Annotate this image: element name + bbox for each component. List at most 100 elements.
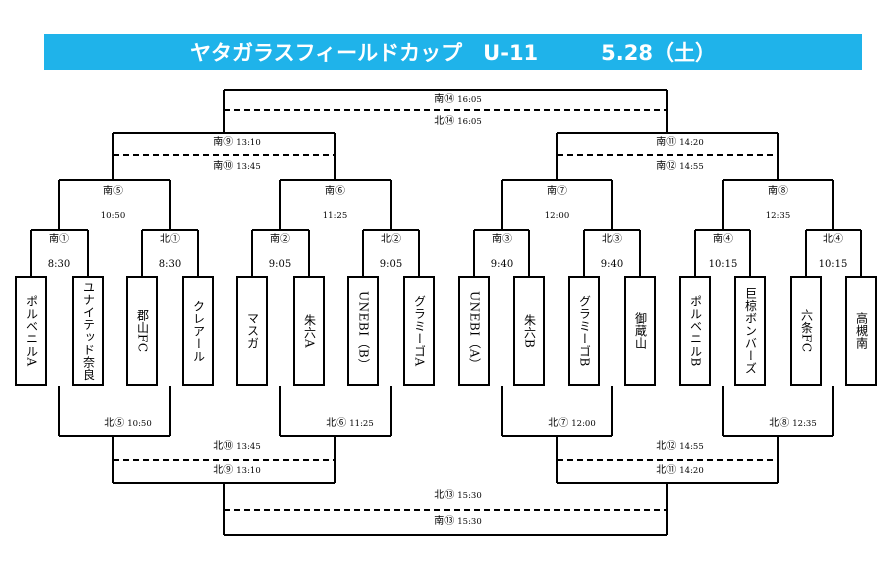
r3-time: 13:45 bbox=[236, 442, 261, 452]
r1-label: 北① bbox=[160, 234, 180, 245]
r2-bottom-name: 北⑧ bbox=[769, 418, 790, 429]
team-name: UNEBI（A） bbox=[467, 291, 482, 371]
team-name: 巨椋ボンバーズ bbox=[743, 287, 758, 375]
team-name: ポルベニルB bbox=[688, 295, 703, 367]
r2-time: 10:50 bbox=[100, 211, 126, 221]
r1-time: 9:40 bbox=[490, 259, 514, 270]
r3-time: 13:45 bbox=[236, 162, 261, 172]
r1-time: 10:15 bbox=[818, 259, 848, 270]
r2-bottom-name: 北⑦ bbox=[548, 418, 569, 429]
team-box: 六条FC bbox=[790, 276, 822, 386]
r2-bottom-time: 11:25 bbox=[349, 419, 374, 429]
r3-name: 北⑩ bbox=[213, 441, 234, 452]
final-name: 北⑬ bbox=[434, 490, 455, 501]
r1-time: 10:15 bbox=[708, 259, 738, 270]
team-box: 高槻南 bbox=[845, 276, 877, 386]
team-name: マスガ bbox=[245, 312, 260, 350]
r3-name: 北⑪ bbox=[656, 465, 677, 476]
team-name: グラミーゴB bbox=[577, 295, 592, 367]
final-name: 北⑭ bbox=[434, 116, 455, 127]
team-box: 朱六A bbox=[293, 276, 325, 386]
r3-time: 13:10 bbox=[236, 138, 261, 148]
team-box: クレアール bbox=[182, 276, 214, 386]
team-box: 朱六B bbox=[513, 276, 545, 386]
team-name: UNEBI（B） bbox=[356, 291, 371, 371]
team-name: 六条FC bbox=[799, 309, 814, 353]
team-name: 御蔵山 bbox=[633, 312, 648, 350]
r2-bottom-name: 北⑤ bbox=[104, 418, 125, 429]
r3-name: 北⑨ bbox=[213, 465, 234, 476]
r2-label: 南⑧ bbox=[768, 186, 788, 197]
team-box: ポルベニルA bbox=[15, 276, 47, 386]
r1-label: 南① bbox=[49, 234, 69, 245]
r1-time: 9:40 bbox=[600, 259, 624, 270]
team-box: ユナイテッド奈良 bbox=[72, 276, 104, 386]
r3-name: 南⑨ bbox=[213, 137, 234, 148]
final-time: 16:05 bbox=[457, 117, 482, 127]
team-name: 朱六A bbox=[302, 313, 317, 349]
r2-label: 南⑤ bbox=[103, 186, 123, 197]
r1-label: 北③ bbox=[602, 234, 622, 245]
r2-bottom-name: 北⑥ bbox=[326, 418, 347, 429]
team-name: 高槻南 bbox=[854, 312, 869, 350]
r3-time: 13:10 bbox=[236, 466, 261, 476]
r1-label: 南③ bbox=[492, 234, 512, 245]
r3-time: 14:20 bbox=[679, 466, 704, 476]
r3-time: 14:55 bbox=[679, 162, 704, 172]
r2-bottom-time: 10:50 bbox=[127, 419, 152, 429]
team-name: ユナイテッド奈良 bbox=[81, 281, 96, 381]
r2-time: 12:00 bbox=[544, 211, 570, 221]
r3-name: 北⑫ bbox=[656, 441, 677, 452]
r2-bottom-time: 12:35 bbox=[792, 419, 817, 429]
team-box: 郡山FC bbox=[126, 276, 158, 386]
team-name: ポルベニルA bbox=[24, 295, 39, 367]
title-banner: ヤタガラスフィールドカップ U-11 5.28（土） bbox=[44, 34, 862, 70]
r1-time: 8:30 bbox=[158, 259, 182, 270]
team-box: 御蔵山 bbox=[624, 276, 656, 386]
page-title: ヤタガラスフィールドカップ U-11 5.28（土） bbox=[190, 41, 716, 65]
r1-time: 8:30 bbox=[47, 259, 71, 270]
r1-label: 南② bbox=[270, 234, 290, 245]
team-name: グラミーゴA bbox=[412, 295, 427, 367]
final-name: 南⑭ bbox=[434, 94, 455, 105]
r2-label: 南⑥ bbox=[325, 186, 345, 197]
r3-time: 14:20 bbox=[679, 138, 704, 148]
team-box: マスガ bbox=[236, 276, 268, 386]
team-box: UNEBI（B） bbox=[347, 276, 379, 386]
final-time: 15:30 bbox=[457, 517, 482, 527]
r3-time: 14:55 bbox=[679, 442, 704, 452]
team-box: グラミーゴB bbox=[568, 276, 600, 386]
r3-name: 南⑫ bbox=[656, 161, 677, 172]
r2-time: 11:25 bbox=[322, 211, 348, 221]
team-box: グラミーゴA bbox=[403, 276, 435, 386]
final-name: 南⑬ bbox=[434, 516, 455, 527]
final-time: 15:30 bbox=[457, 491, 482, 501]
team-box: ポルベニルB bbox=[679, 276, 711, 386]
r3-name: 南⑩ bbox=[213, 161, 234, 172]
final-time: 16:05 bbox=[457, 95, 482, 105]
r3-name: 南⑪ bbox=[656, 137, 677, 148]
r1-label: 南④ bbox=[713, 234, 733, 245]
team-name: 朱六B bbox=[522, 313, 537, 349]
team-box: 巨椋ボンバーズ bbox=[734, 276, 766, 386]
r1-label: 北② bbox=[381, 234, 401, 245]
r1-time: 9:05 bbox=[379, 259, 403, 270]
team-name: 郡山FC bbox=[135, 309, 150, 353]
